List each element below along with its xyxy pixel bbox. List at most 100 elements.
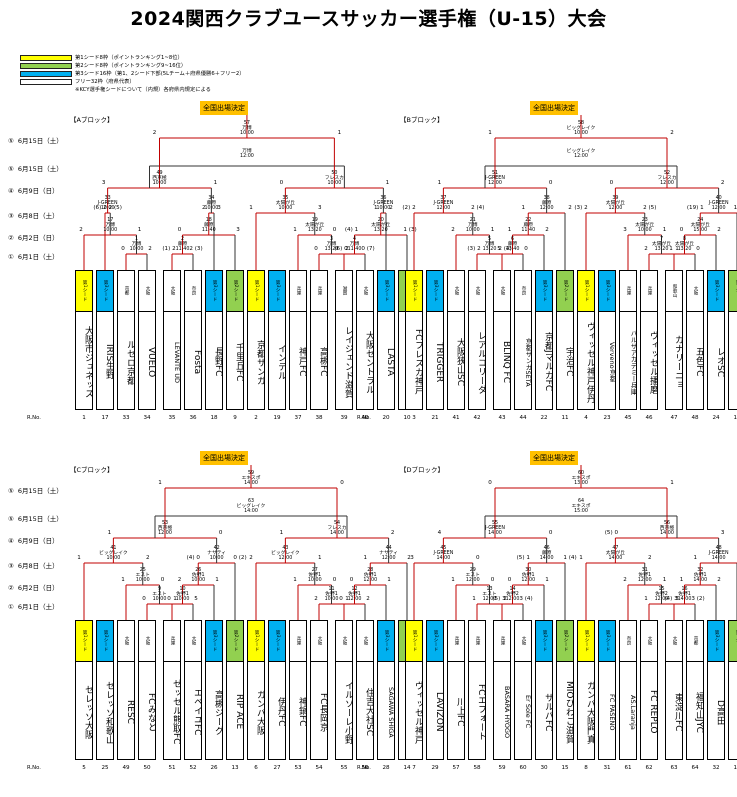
- team-card: 第3シードインテル: [268, 270, 286, 410]
- score: 2: [145, 555, 150, 561]
- match-time: 10:00: [135, 578, 150, 584]
- team-card: 滋賀レイジェンド滋賀: [335, 270, 353, 410]
- score: 0: [488, 480, 492, 486]
- match-time: 10:00: [152, 597, 167, 603]
- registration-number: 62: [645, 765, 653, 771]
- match-time: 10:00: [100, 206, 115, 212]
- match-number: 46: [543, 546, 550, 551]
- match-number: 3: [329, 237, 334, 242]
- rno-label: R.No.: [357, 415, 371, 421]
- team-card: 第1シード大阪市ジュネッス: [75, 270, 93, 410]
- match-venue: J-GREEN: [433, 551, 454, 557]
- page-title: 2024関西クラブユースサッカー選手権（U-15）大会: [130, 8, 607, 30]
- match-number: 36: [380, 196, 387, 201]
- match-venue: ナサティ: [207, 551, 227, 557]
- seed-label: 第3シード: [97, 271, 113, 312]
- match-venue: エキスポ: [241, 476, 261, 482]
- team-name: FCみなと: [146, 692, 155, 732]
- score: 3 (4): [519, 596, 533, 602]
- round-number: ①: [8, 253, 14, 261]
- match-number: 24: [697, 218, 704, 223]
- team-name: 川上FC: [455, 697, 464, 727]
- score: (4) 1: [344, 227, 359, 233]
- team-name: ゼッセル熊取FC: [171, 679, 180, 745]
- score: 2: [545, 227, 549, 233]
- round-date: 6月15日（土）: [17, 515, 63, 523]
- seed-label: 兵庫: [311, 271, 327, 312]
- seed-label: 京都: [118, 271, 134, 312]
- match-time: 15:00: [693, 228, 708, 234]
- seed-label: 第1シード: [76, 271, 92, 312]
- match-venue: 佐野1: [325, 592, 338, 598]
- match-number: 47: [612, 546, 619, 551]
- seed-label: 兵庫: [290, 621, 306, 662]
- match-venue: 佐野1: [521, 573, 535, 579]
- score: 0: [679, 227, 684, 233]
- match-number: 48: [715, 546, 722, 551]
- score: 2: [345, 246, 349, 252]
- seed-label: 第1シード: [76, 621, 92, 662]
- team-name: Verveno京都: [608, 342, 615, 382]
- match-time: 12:00: [660, 181, 674, 187]
- match-number: 22: [525, 218, 532, 223]
- seed-label: 第1シード: [578, 271, 594, 312]
- seed-label: 第3シード: [599, 621, 615, 662]
- registration-number: 20: [382, 415, 390, 421]
- seed-label: 第2シード: [557, 621, 573, 662]
- score: (6) 0: [334, 246, 348, 252]
- match-venue: 佐野1: [191, 573, 205, 579]
- score: 0: [279, 180, 284, 186]
- rno-label: R.No.: [27, 765, 41, 771]
- score: 1: [385, 180, 390, 186]
- score: 1: [387, 577, 391, 583]
- match-time: 12:00: [347, 597, 362, 603]
- seed-label: 第1シード: [578, 621, 594, 662]
- match-time: 12:00: [608, 206, 623, 212]
- team-name: セレッソ和歌山: [104, 680, 113, 744]
- match-venue: J-GREEN: [485, 176, 505, 182]
- match-venue: J-GREEN: [708, 201, 729, 207]
- score: 2: [148, 246, 152, 252]
- score: 1: [293, 577, 297, 583]
- match-number: 10: [179, 587, 186, 592]
- seed-label: 大阪: [357, 271, 373, 312]
- score: 0 (2): [233, 555, 247, 561]
- score: 1: [579, 555, 583, 561]
- seed-label: 大阪: [515, 621, 531, 662]
- seed-label: 大阪: [118, 621, 134, 662]
- score: 0 (7): [361, 246, 375, 252]
- match-time: 13:20: [654, 247, 669, 253]
- score: 1 (4): [563, 555, 577, 561]
- match-time: 11:40: [347, 247, 362, 253]
- match-venue: 万博: [467, 223, 478, 229]
- team-card: 和歌山カナリーニョ: [665, 270, 683, 410]
- match-time: 12:00: [539, 206, 554, 212]
- seed-label: 第1シード: [248, 621, 264, 662]
- match-time: 10:00: [637, 228, 652, 234]
- team-name: D高田: [715, 699, 724, 725]
- team-name: インテル: [276, 344, 285, 380]
- score: (4) 3: [664, 596, 678, 602]
- registration-number: 38: [315, 415, 323, 421]
- match-time: 12:00: [505, 597, 520, 603]
- team-name: セレッソ大阪: [83, 685, 92, 739]
- match-number: 50: [331, 171, 338, 176]
